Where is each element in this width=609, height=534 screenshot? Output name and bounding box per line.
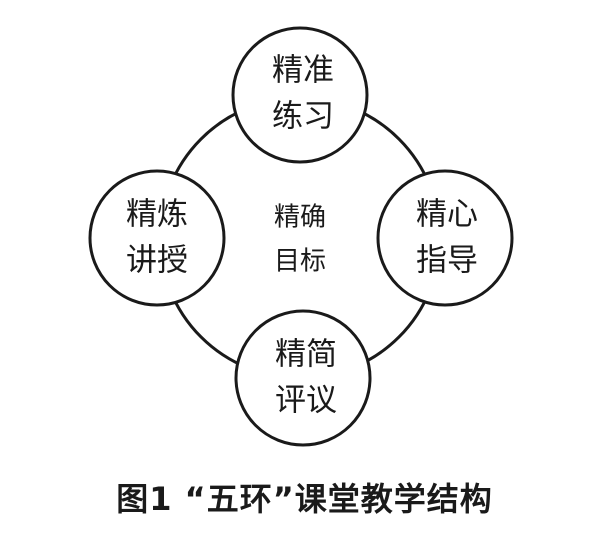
node-top: 精准 练习	[231, 26, 369, 164]
node-right-line1: 精心	[416, 197, 478, 233]
node-bottom-line2: 评议	[275, 383, 337, 419]
node-top-line2: 练习	[272, 99, 334, 135]
center-label-line1: 精确	[274, 203, 326, 233]
node-left-line2: 讲授	[126, 243, 188, 279]
node-bottom: 精简 评议	[234, 309, 372, 447]
center-label-line2: 目标	[274, 247, 326, 277]
node-left: 精炼 讲授	[88, 169, 226, 307]
node-left-line1: 精炼	[126, 197, 188, 233]
node-bottom-line1: 精简	[275, 337, 337, 373]
node-right-line2: 指导	[416, 243, 478, 279]
five-ring-diagram: 精确 目标 精准 练习 精炼 讲授 精心 指导 精简 评议	[88, 26, 514, 447]
node-top-line1: 精准	[272, 53, 334, 89]
node-right: 精心 指导	[376, 169, 514, 307]
figure-caption: 图1 “五环”课堂教学结构	[116, 480, 493, 518]
